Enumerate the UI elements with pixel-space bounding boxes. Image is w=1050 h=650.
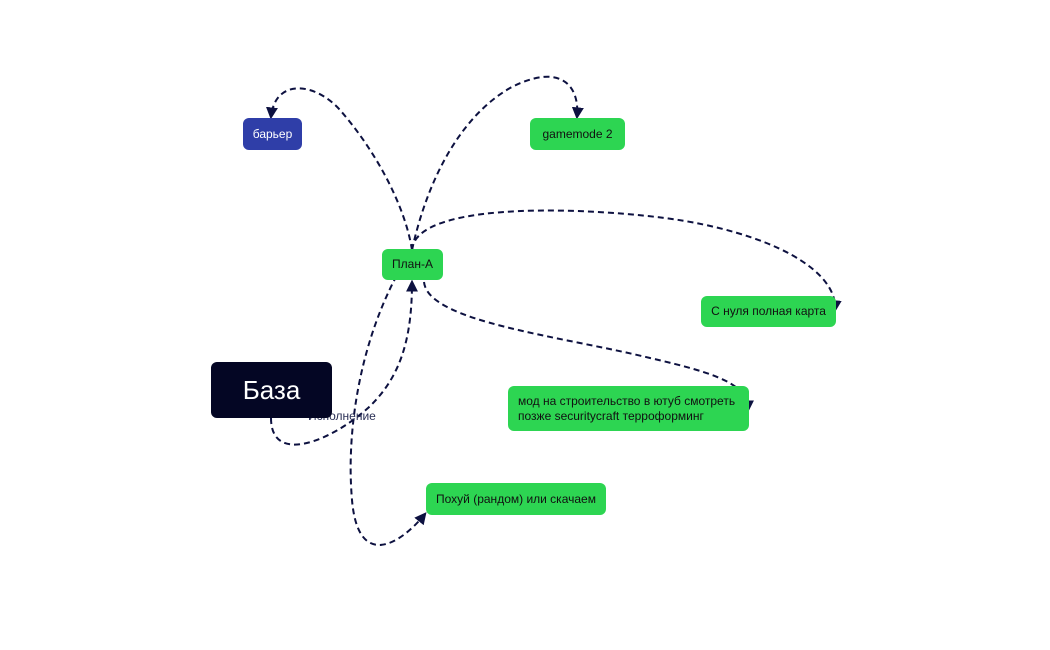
node-plan-a[interactable]: План-А (382, 249, 443, 280)
root-node[interactable]: База (211, 362, 332, 418)
node-random-label: Похуй (рандом) или скачаем (436, 491, 596, 506)
node-building-mod-line2: позже securitycraft терроформинг (518, 408, 704, 423)
root-node-label: База (242, 374, 301, 405)
node-barrier-label: барьер (252, 126, 293, 141)
node-plan-a-label: План-А (392, 257, 433, 271)
node-building-mod[interactable]: мод на строительство в ютуб смотреть поз… (508, 386, 749, 431)
node-barrier[interactable]: барьер (243, 118, 302, 150)
node-full-map-label: С нуля полная карта (711, 304, 826, 318)
node-full-map[interactable]: С нуля полная карта (701, 296, 836, 327)
node-building-mod-line1: мод на строительство в ютуб смотреть (518, 393, 736, 408)
edge-plan-to-barrier (266, 87, 413, 251)
edge-plan-to-random (349, 249, 427, 546)
node-gamemode[interactable]: gamemode 2 (530, 118, 625, 150)
edge-plan-to-gamemode (411, 75, 584, 251)
node-random[interactable]: Похуй (рандом) или скачаем (426, 483, 606, 515)
node-gamemode-label: gamemode 2 (542, 126, 613, 141)
